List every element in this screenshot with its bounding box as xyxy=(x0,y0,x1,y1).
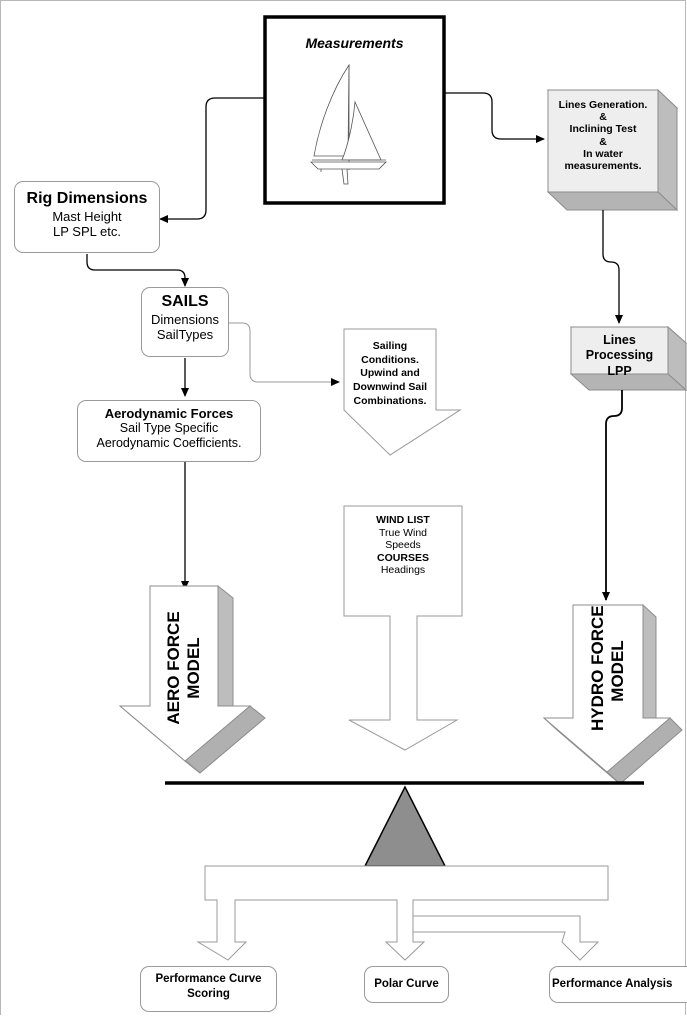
wind-list-label: WIND LIST True Wind Speeds COURSES Headi… xyxy=(344,514,462,577)
fulcrum-triangle xyxy=(363,785,447,867)
wind-list-title: WIND LIST xyxy=(376,514,430,526)
sailboat-icon xyxy=(310,63,387,185)
sails-title: SAILS xyxy=(161,293,209,310)
hydro-force-model-label: HYDRO FORCE MODEL xyxy=(588,605,628,731)
rig-dimensions-title: Rig Dimensions xyxy=(26,190,148,207)
lines-gen-line-1: Lines Generation. xyxy=(558,99,648,111)
aero-forces-title: Aerodynamic Forces xyxy=(104,406,234,421)
output-branch-connector xyxy=(196,865,609,961)
performance-curve-label: Performance Curve Scoring xyxy=(140,972,277,1002)
wind-line-true-wind: True Wind xyxy=(378,526,428,539)
arrow-measurements-to-rig xyxy=(159,97,265,223)
lines-processing-label: Lines Processing LPP xyxy=(571,333,668,379)
performance-analysis-box xyxy=(549,966,687,1003)
aero-model-line-2: MODEL xyxy=(183,637,203,699)
lines-generation-box xyxy=(546,88,679,212)
output-branch-right xyxy=(412,915,600,961)
arrow-rig-to-sails xyxy=(86,254,189,287)
measurements-title: Measurements xyxy=(305,35,404,51)
polar-curve-label: Polar Curve xyxy=(374,978,439,990)
lines-proc-line-1: Lines xyxy=(603,333,636,347)
aero-force-model-label: AERO FORCE MODEL xyxy=(164,608,204,728)
performance-curve-line-1: Performance Curve xyxy=(155,973,262,985)
performance-curve-line-2: Scoring xyxy=(187,987,230,1000)
aero-forces-line-1: Sail Type Specific xyxy=(119,421,219,436)
lines-gen-line-3: Inclining Test xyxy=(569,123,637,136)
sails-line-sailtypes: SailTypes xyxy=(156,327,214,343)
lines-gen-line-4: & xyxy=(599,135,607,148)
hydro-force-model-arrow xyxy=(542,603,683,785)
sailing-conditions-line-1: Sailing Conditions. xyxy=(361,340,419,366)
lines-gen-line-6: measurements. xyxy=(564,159,642,172)
rig-dimensions-box xyxy=(14,181,160,253)
lines-gen-line-5: In water xyxy=(583,147,623,160)
lines-proc-line-3: LPP xyxy=(607,363,632,378)
aero-model-line-1: AERO FORCE xyxy=(164,611,183,725)
wind-line-speeds: Speeds xyxy=(385,539,421,552)
performance-analysis-label: Performance Analysis xyxy=(552,978,673,990)
courses-title: COURSES xyxy=(377,551,429,564)
aero-force-model-arrow xyxy=(118,584,266,774)
aerodynamic-forces-label: Aerodynamic Forces Sail Type Specific Ae… xyxy=(77,406,261,451)
rig-dimensions-label: Rig Dimensions Mast Height LP SPL etc. xyxy=(14,190,160,240)
lines-gen-line-2: & xyxy=(599,111,607,124)
lines-generation-label: Lines Generation. & Inclining Test & In … xyxy=(548,99,658,172)
aero-forces-line-2: Aerodynamic Coefficients. xyxy=(96,436,242,451)
sailing-conditions-label: Sailing Conditions. Upwind and Downwind … xyxy=(344,340,436,408)
lines-processing-box xyxy=(569,325,687,392)
polar-curve-box xyxy=(364,966,449,1003)
arrow-lines-gen-to-proc xyxy=(602,210,623,324)
wind-line-headings: Headings xyxy=(380,564,426,577)
lines-proc-line-2: Processing xyxy=(585,348,654,363)
sailing-conditions-line-3: Downwind Sail xyxy=(352,380,428,393)
connector-sails-to-conditions xyxy=(228,322,340,386)
sails-label: SAILS Dimensions SailTypes xyxy=(141,293,229,343)
performance-curve-box xyxy=(140,966,277,1012)
sails-line-dimensions: Dimensions xyxy=(151,311,219,327)
sailing-conditions-line-2: Upwind and xyxy=(360,367,420,380)
hydro-model-line-1: HYDRO FORCE xyxy=(588,605,607,731)
sailing-conditions-line-4: Combinations. xyxy=(353,394,427,407)
arrow-measurements-to-lines xyxy=(444,92,545,143)
hydro-model-line-2: MODEL xyxy=(607,640,627,702)
aerodynamic-forces-box xyxy=(77,400,261,462)
wind-list-arrow xyxy=(343,505,463,751)
rig-line-lp-spl: LP SPL etc. xyxy=(53,224,121,240)
rig-line-mast-height: Mast Height xyxy=(52,208,122,224)
sails-box xyxy=(141,287,229,357)
arrow-lpp-to-hydro xyxy=(602,390,623,601)
